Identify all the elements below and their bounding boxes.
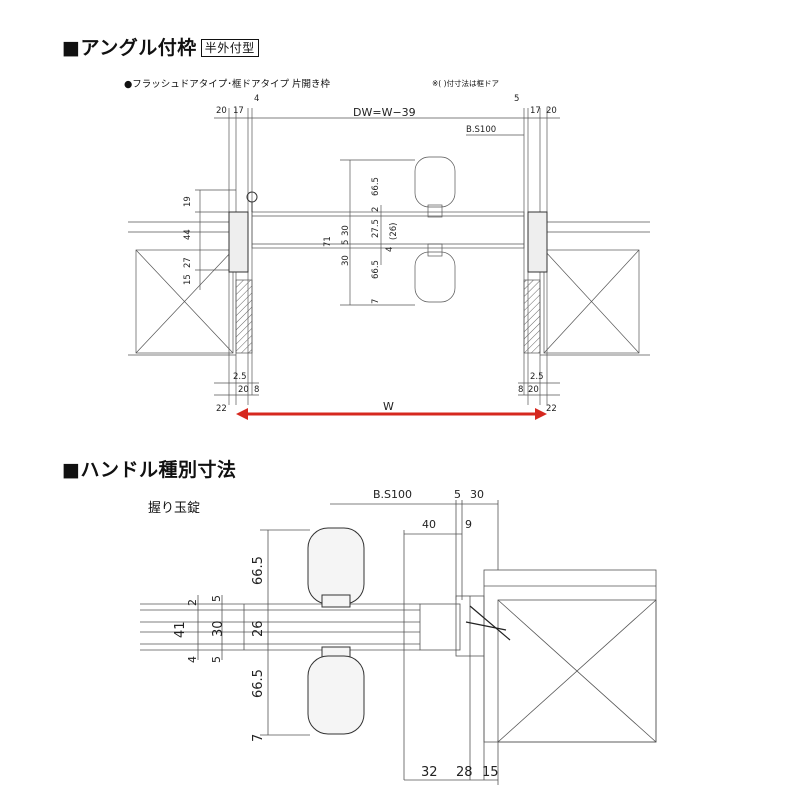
dim-b8-right: 8 — [518, 385, 523, 395]
dim-b8-left: 8 — [254, 385, 259, 395]
dim2-t40: 40 — [422, 518, 436, 531]
dim-v2: 2 — [371, 207, 381, 212]
dim-20-left: 20 — [216, 106, 227, 116]
dim-v44: 44 — [183, 229, 193, 240]
dim2-b28: 28 — [456, 765, 473, 780]
dim-b20-left: 20 — [238, 385, 249, 395]
dim-v15: 15 — [183, 274, 193, 285]
dim-b25-left: 2.5 — [233, 372, 247, 382]
dim-b22-left: 22 — [216, 404, 227, 414]
dim-v27: 27 — [183, 257, 193, 268]
dim-v275: 27.5 — [371, 219, 381, 238]
dim-4: 4 — [254, 94, 259, 104]
section1-title-text: ■アングル付枠 — [62, 37, 197, 59]
dim2-v5b: 5 — [210, 656, 223, 663]
handle-type-label: 握り玉錠 — [148, 501, 201, 516]
dim-b22-right: 22 — [546, 404, 557, 414]
dim-v7: 7 — [371, 299, 381, 304]
dim-dw: DW=W−39 — [353, 106, 416, 119]
dim-17-left: 17 — [233, 106, 244, 116]
dim-v665-top: 66.5 — [371, 177, 381, 196]
section2-title: ■ハンドル種別寸法 — [62, 459, 237, 481]
dim2-b15: 15 — [482, 765, 499, 780]
dim-v30-b: 30 — [341, 255, 351, 266]
dim2-backset: B.S100 — [373, 488, 412, 501]
dim2-v2: 2 — [186, 599, 199, 606]
dim2-t9: 9 — [465, 518, 472, 531]
dim2-v4: 4 — [186, 656, 199, 663]
dim-20-right: 20 — [546, 106, 557, 116]
dim2-v665-top: 66.5 — [251, 556, 266, 585]
dim-w: W — [383, 400, 394, 413]
dim-b20-right: 20 — [528, 385, 539, 395]
section1-subtitle: ●フラッシュドアタイプ･框ドアタイプ 片開き枠 — [124, 79, 331, 90]
dim-5: 5 — [514, 94, 519, 104]
dim-v71: 71 — [323, 236, 333, 247]
section1-note: ※( )付寸法は框ドア — [432, 79, 500, 88]
dim2-v7: 7 — [251, 734, 266, 742]
dim2-v665-bottom: 66.5 — [251, 669, 266, 698]
dim-b25-right: 2.5 — [530, 372, 544, 382]
dim2-b32: 32 — [421, 765, 438, 780]
dim-v665-bottom: 66.5 — [371, 260, 381, 279]
section1-title: ■アングル付枠半外付型 — [62, 33, 259, 60]
dim-17-right: 17 — [530, 106, 541, 116]
dim2-t30: 30 — [470, 488, 484, 501]
dim2-v5a: 5 — [210, 595, 223, 602]
dim2-v26: 26 — [251, 620, 266, 637]
dim-v19: 19 — [183, 196, 193, 207]
dim2-v30: 30 — [211, 620, 226, 637]
dim2-t5: 5 — [454, 488, 461, 501]
dim-v26p: (26) — [389, 223, 399, 240]
dim-backset: B.S100 — [466, 125, 496, 135]
section1-tag: 半外付型 — [200, 39, 259, 57]
dim-v4: 4 — [385, 247, 395, 252]
dim2-v41: 41 — [173, 621, 188, 638]
dim-v30-a: 30 — [341, 225, 351, 236]
dim-v5: 5 — [341, 240, 351, 245]
